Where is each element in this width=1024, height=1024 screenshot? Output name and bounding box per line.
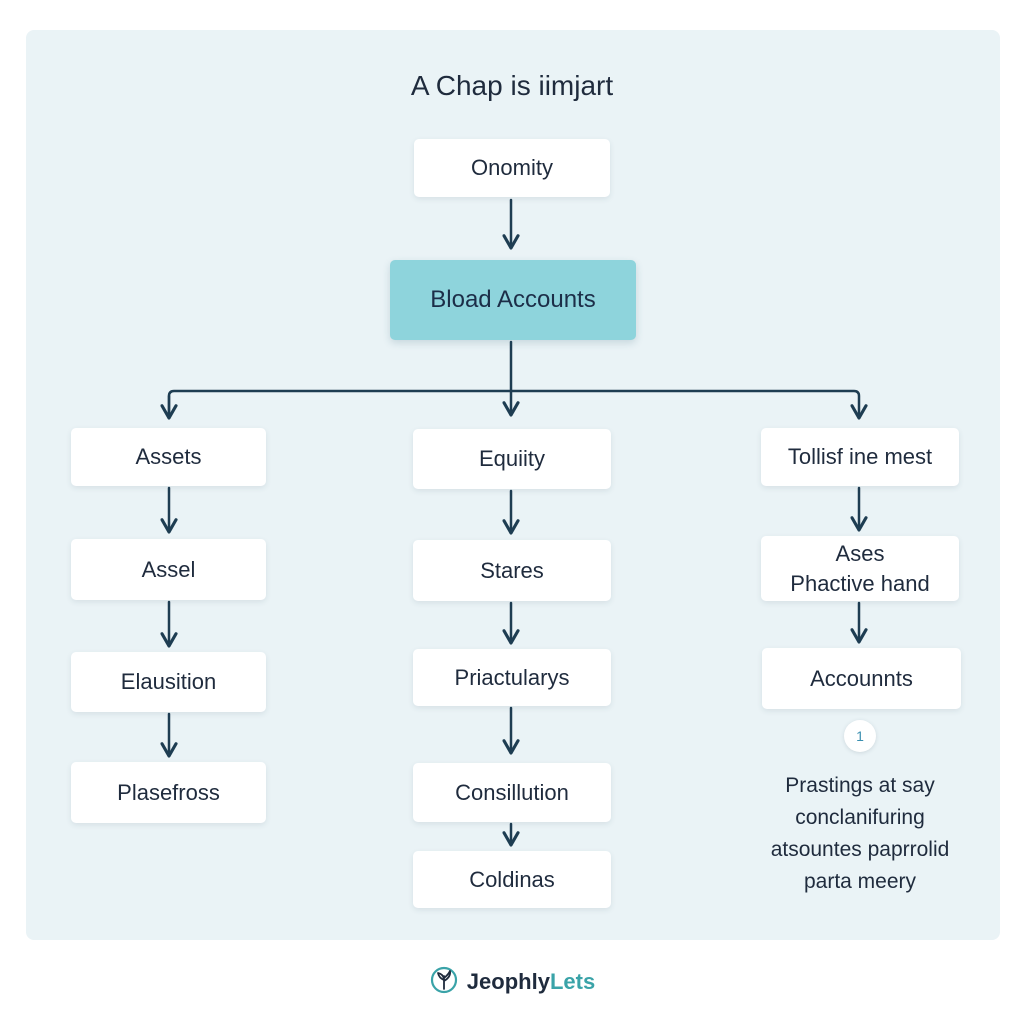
brand-name: JeophlyLets (466, 969, 596, 994)
column-2-node: Priactularys (413, 649, 611, 706)
step-number-badge: 1 (844, 720, 876, 752)
note-line: conclanifuring (795, 806, 925, 829)
note-line: Prastings at say (785, 774, 935, 797)
root-node: Onomity (414, 139, 610, 197)
column-1-node: Assel (71, 539, 266, 600)
leaf-circle-icon (429, 965, 459, 1000)
note-line: atsountes paprrolid (770, 838, 950, 861)
footer-brand: JeophlyLets (0, 962, 1024, 1002)
column-3-node: Tollisf ine mest (761, 428, 959, 486)
diagram-title: A Chap is iimjart (410, 70, 614, 101)
column-2-node: Stares (413, 540, 611, 601)
note-line: parta meery (803, 870, 917, 893)
column-1-node: Assets (71, 428, 266, 486)
column-1-node: Elausition (71, 652, 266, 712)
hub-node: Bload Accounts (390, 260, 636, 340)
column-2-node: Coldinas (413, 851, 611, 908)
column-2-node: Equiity (413, 429, 611, 489)
column-3-node: Accounnts (762, 648, 961, 709)
column-2-node: Consillution (413, 763, 611, 822)
column-1-node: Plasefross (71, 762, 266, 823)
side-note: Prastings at say conclanifuring atsounte… (740, 770, 980, 898)
column-3-node: Ases Phactive hand (761, 536, 959, 601)
